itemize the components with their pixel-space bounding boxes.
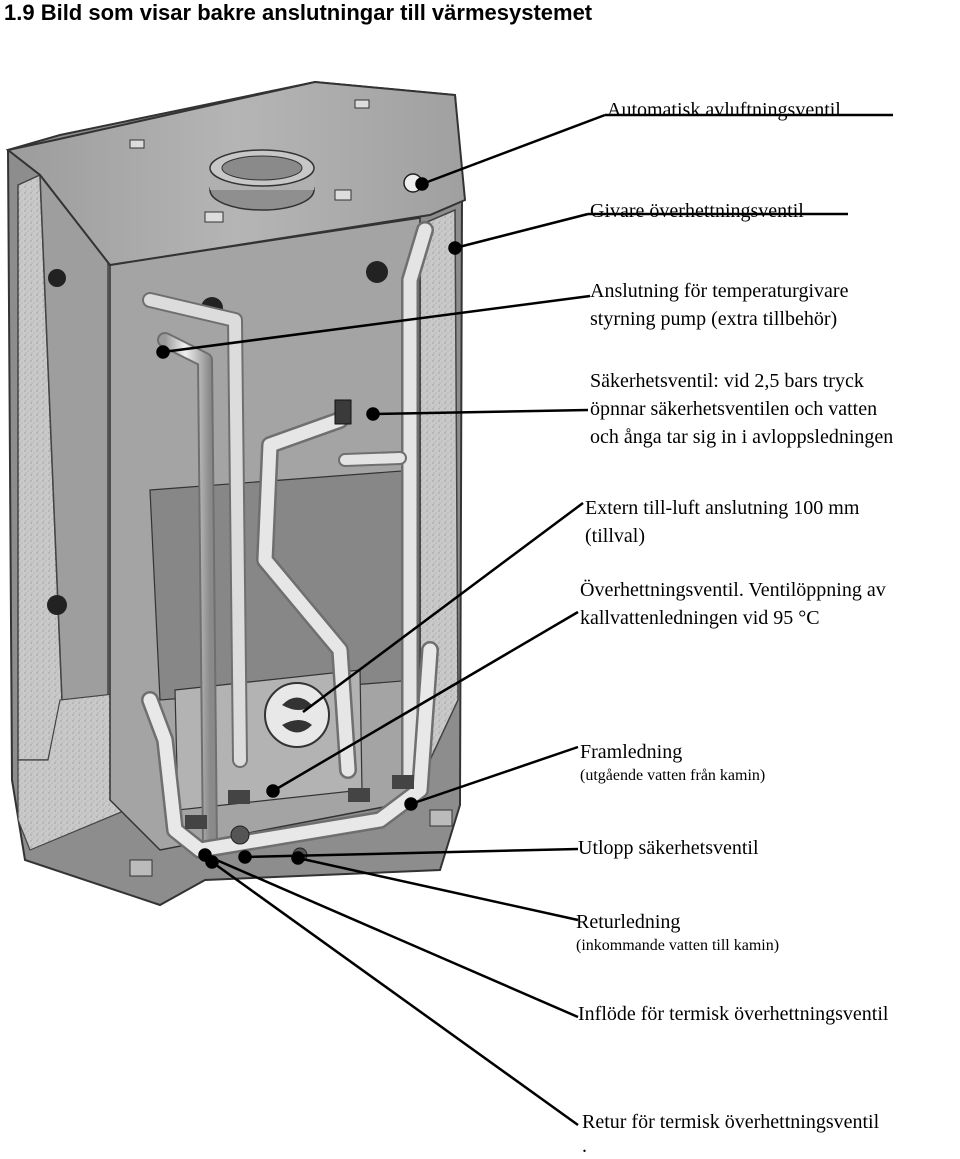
label-return-line: Returledning (inkommande vatten till kam…	[576, 908, 779, 956]
label-line: styrning pump (extra tillbehör)	[590, 308, 838, 330]
label-line: Inflöde för termisk överhettningsventil	[578, 1003, 889, 1025]
label-line: Automatisk avluftningsventil	[607, 99, 841, 121]
label-safety-outlet: Utlopp säkerhetsventil	[578, 834, 759, 862]
label-line: Framledning	[580, 741, 683, 763]
label-line: Säkerhetsventil: vid 2,5 bars tryck	[590, 370, 864, 392]
label-line: och ånga tar sig in i avloppsledningen	[590, 426, 894, 448]
label-line: Retur för termisk överhettningsventil	[582, 1111, 880, 1133]
label-line: .	[582, 1135, 587, 1157]
label-line: (tillval)	[585, 525, 645, 547]
label-line: Anslutning för temperaturgivare	[590, 280, 849, 302]
label-external-air: Extern till-luft anslutning 100 mm (till…	[585, 494, 859, 550]
label-line: Överhettningsventil. Ventilöppning av	[580, 579, 886, 601]
label-subline: (inkommande vatten till kamin)	[576, 937, 780, 954]
pipes	[141, 221, 439, 863]
label-temperature-sensor: Anslutning för temperaturgivare styrning…	[590, 277, 848, 333]
label-overheat-sensor: Givare överhettningsventil	[590, 197, 804, 225]
label-line: Utlopp säkerhetsventil	[578, 837, 759, 859]
label-line: Extern till-luft anslutning 100 mm	[585, 497, 860, 519]
label-automatic-vent: Automatisk avluftningsventil	[607, 96, 841, 124]
label-flow-line: Framledning (utgående vatten från kamin)	[580, 738, 765, 786]
page-title: 1.9 Bild som visar bakre anslutningar ti…	[4, 0, 593, 25]
label-line: Returledning	[576, 911, 681, 933]
label-subline: (utgående vatten från kamin)	[580, 767, 766, 784]
label-thermal-inflow: Inflöde för termisk överhettningsventil	[578, 1000, 888, 1028]
label-line: kallvattenledningen vid 95 °C	[580, 607, 820, 629]
label-safety-valve: Säkerhetsventil: vid 2,5 bars tryck öpnn…	[590, 367, 893, 451]
label-line: öpnnar säkerhetsventilen och vatten	[590, 398, 878, 420]
label-line: Givare överhettningsventil	[590, 200, 804, 222]
label-overheat-valve: Överhettningsventil. Ventilöppning av ka…	[580, 576, 886, 632]
leader-lines	[156, 113, 893, 1127]
label-thermal-return: Retur för termisk överhettningsventil .	[582, 1108, 879, 1156]
